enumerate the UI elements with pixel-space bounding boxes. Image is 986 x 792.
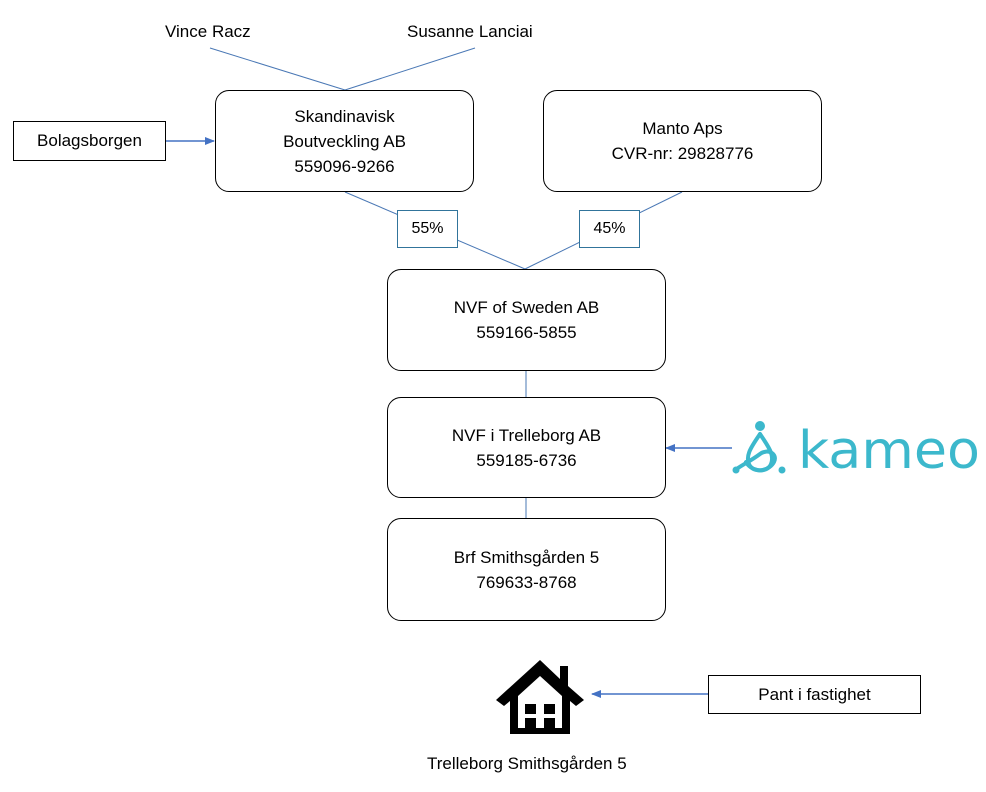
property-name: Trelleborg Smithsgården 5 <box>427 754 627 773</box>
kameo-wordmark: kameo <box>798 421 980 478</box>
kameo-symbol-icon <box>732 421 786 474</box>
skandinavisk-name-1: Skandinavisk <box>294 106 395 126</box>
owner-line-susanne <box>344 47 476 91</box>
bolagsborgen-box: Bolagsborgen <box>13 121 166 161</box>
pant-label: Pant i fastighet <box>758 684 871 704</box>
brf-org-nr: 769633-8768 <box>476 572 577 592</box>
house-icon <box>496 660 584 734</box>
nvf-sweden-org-nr: 559166-5855 <box>476 323 577 342</box>
skandinavisk-name-2: Boutveckling AB <box>283 131 406 151</box>
share-badge-45: 45% <box>579 210 640 248</box>
pant-box: Pant i fastighet <box>708 675 921 714</box>
share-45-label: 45% <box>593 220 626 237</box>
nvf-trelleborg-org-nr: 559185-6736 <box>476 450 577 470</box>
skandinavisk-box: Skandinavisk Boutveckling AB 559096-9266 <box>215 90 474 192</box>
nvf-trelleborg-box: NVF i Trelleborg AB 559185-6736 <box>387 397 666 498</box>
brf-box: Brf Smithsgården 5 769633-8768 <box>387 518 666 621</box>
manto-box: Manto Aps CVR-nr: 29828776 <box>543 90 822 192</box>
owner-vince-racz: Vince Racz <box>165 22 251 41</box>
manto-cvr: CVR-nr: 29828776 <box>611 144 754 163</box>
nvf-sweden-name: NVF of Sweden AB <box>453 298 600 317</box>
bolagsborgen-label: Bolagsborgen <box>37 131 142 150</box>
nvf-trelleborg-name: NVF i Trelleborg AB <box>451 425 602 445</box>
nvf-sweden-box: NVF of Sweden AB 559166-5855 <box>387 269 666 371</box>
share-badge-55: 55% <box>397 210 458 248</box>
kameo-logo: kameo <box>732 421 980 478</box>
owner-line-vince <box>209 47 346 91</box>
owner-susanne-lanciai: Susanne Lanciai <box>407 22 533 41</box>
brf-name: Brf Smithsgården 5 <box>453 547 600 567</box>
share-55-label: 55% <box>411 220 444 237</box>
skandinavisk-org-nr: 559096-9266 <box>294 156 395 176</box>
manto-name: Manto Aps <box>642 119 723 138</box>
